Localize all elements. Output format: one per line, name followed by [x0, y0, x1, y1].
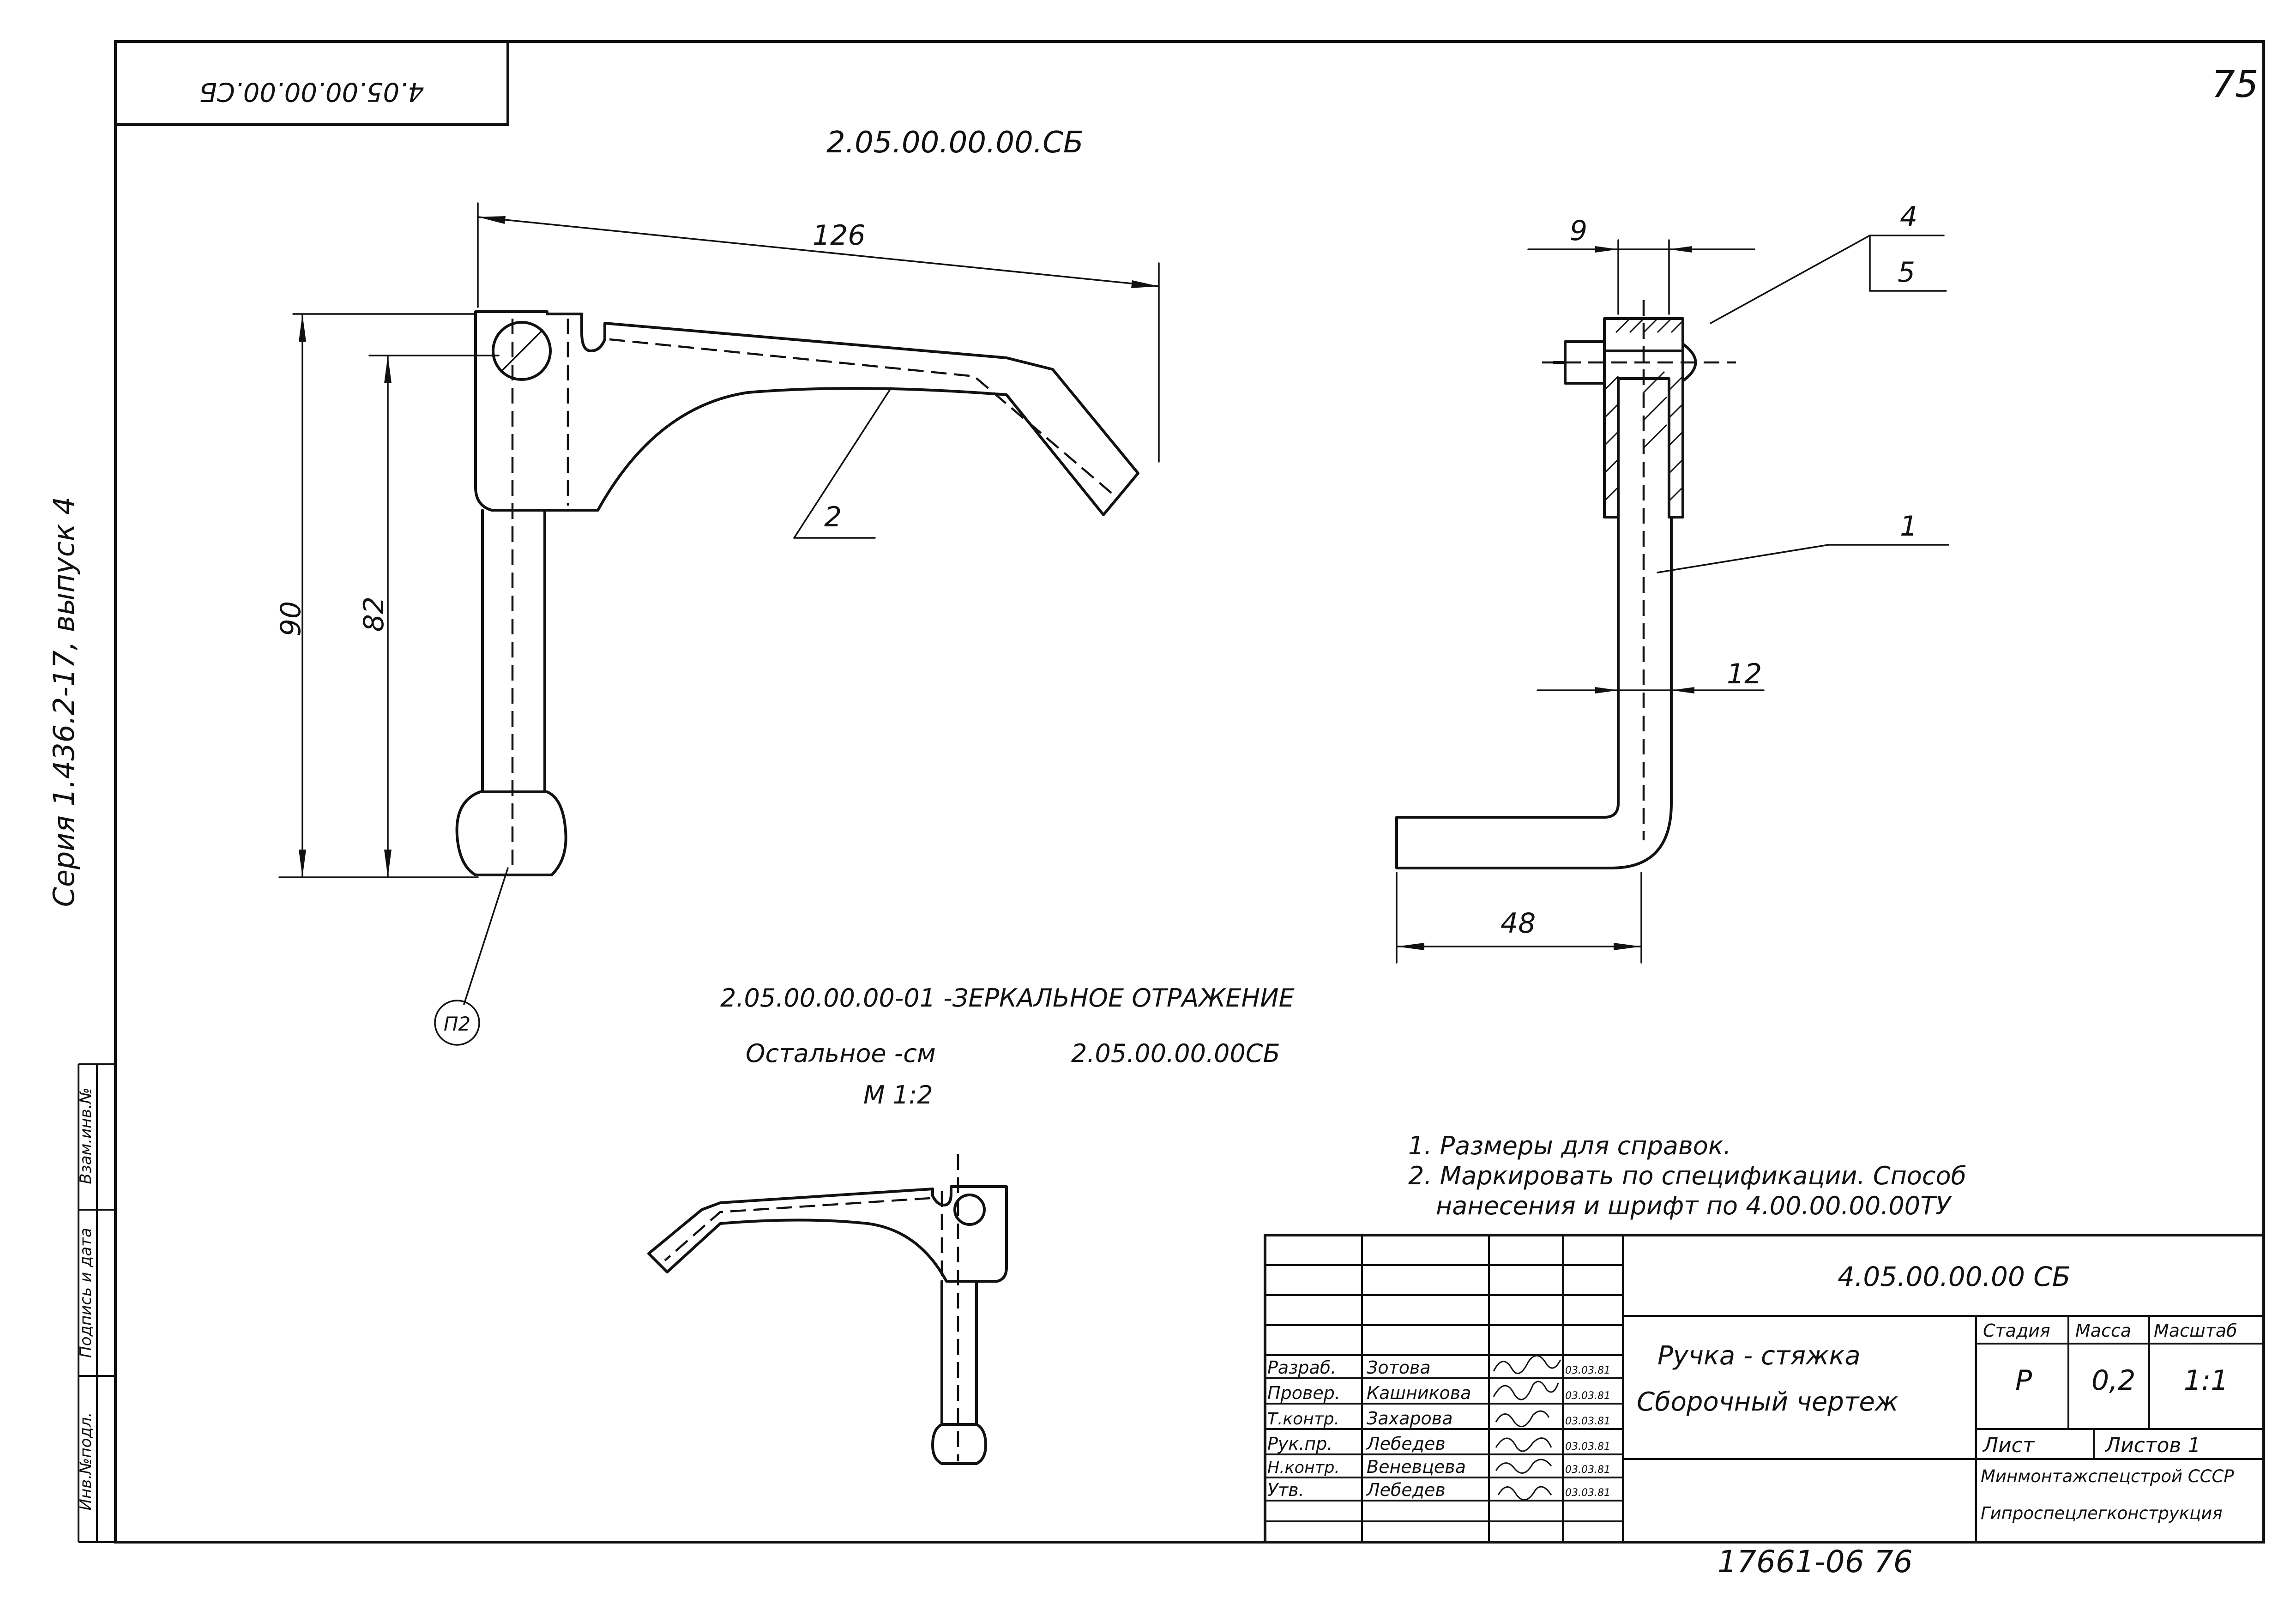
shaft-foot-outline: [1395, 516, 1673, 869]
sig-name-5: Веневцева: [1367, 1457, 1466, 1477]
sig-date-6: 03.03.81: [1565, 1487, 1610, 1499]
series-label: Серия 1.436.2-17, выпуск 4: [47, 497, 81, 907]
dim-top: 9: [1570, 215, 1587, 247]
callout-4-5-leader: [1710, 235, 1871, 324]
mirror-note-scale: М 1:2: [863, 1080, 933, 1110]
sheets-label: Листов 1: [2104, 1434, 2200, 1457]
top-view-title: 2.05.00.00.00.СБ: [826, 126, 1084, 160]
drawing-type: Сборочный чертеж: [1637, 1387, 1898, 1417]
doc-code: 4.05.00.00.00 СБ: [1838, 1261, 2071, 1292]
sig-name-4: Лебедев: [1366, 1434, 1446, 1454]
pin-circle: [492, 321, 552, 381]
org-ministry: Минмонтажспецстрой СССР: [1981, 1466, 2234, 1486]
sig-name-1: Зотова: [1367, 1357, 1431, 1378]
mirror-pin-circle: [953, 1194, 986, 1226]
mirror-handle-outline: [647, 1185, 1008, 1283]
sig-name-6: Лебедев: [1366, 1480, 1446, 1500]
dim-height-inner: 82: [358, 597, 390, 632]
sig-role-6: Утв.: [1267, 1480, 1304, 1500]
signature-scribbles: [1493, 1355, 1561, 1501]
header-mass: Масса: [2075, 1321, 2131, 1341]
ball-knob: [455, 790, 567, 876]
side-view: 9 12 48 4 5 1: [1395, 201, 1949, 964]
sig-name-2: Кашникова: [1367, 1383, 1471, 1403]
mirrored-view: [647, 1154, 1008, 1465]
callout-5: 5: [1898, 256, 1915, 289]
drawing-frame: [114, 40, 2265, 1544]
margin-box-inventory: Инв.№подл.: [77, 1412, 95, 1511]
callout-part-2: 2: [824, 501, 842, 533]
margin-box-signature: Подпись и дата: [77, 1228, 95, 1358]
corner-stamp-box: [114, 40, 509, 126]
note-1: 1. Размеры для справок.: [1408, 1131, 1731, 1160]
corner-stamp: 4.05.00.00.00.СБ: [199, 77, 424, 107]
org-institute: Гипроспецлегконструкция: [1981, 1503, 2223, 1523]
sig-role-3: Т.контр.: [1267, 1410, 1339, 1429]
sheet-label: Лист: [1982, 1434, 2035, 1457]
mirror-note-ref: 2.05.00.00.00СБ: [1071, 1039, 1280, 1068]
callout-2-leader: [793, 387, 892, 539]
dim-shaft: 12: [1727, 658, 1762, 690]
callout-p2-leader: [463, 867, 509, 1005]
mirror-note-line1: 2.05.00.00.00-01 -ЗЕРКАЛЬНОЕ ОТРАЖЕНИЕ: [720, 983, 1295, 1013]
dim-length: 126: [813, 219, 866, 252]
sig-date-1: 03.03.81: [1565, 1365, 1610, 1376]
note-2-cont: нанесения и шрифт по 4.00.00.00.00ТУ: [1436, 1191, 1952, 1220]
sig-date-3: 03.03.81: [1565, 1416, 1610, 1427]
bottom-number: 17661-06 76: [1717, 1544, 1913, 1580]
sheet-number: 75: [2212, 63, 2259, 106]
handle-outline: [474, 310, 1139, 516]
value-scale: 1:1: [2184, 1364, 2229, 1397]
sig-date-4: 03.03.81: [1565, 1441, 1610, 1453]
callout-1-leader: [1657, 544, 1829, 573]
callout-p2-circle: [434, 1000, 480, 1046]
callout-note-p2: П2: [444, 1013, 470, 1035]
margin-box-replacement: Взам.инв.№: [77, 1087, 95, 1184]
sig-date-2: 03.03.81: [1565, 1390, 1610, 1402]
dim-height-outer: 90: [275, 601, 307, 636]
value-stage: Р: [2015, 1364, 2032, 1397]
value-mass: 0,2: [2091, 1364, 2135, 1397]
sig-name-3: Захарова: [1367, 1408, 1452, 1429]
title-block: 4.05.00.00.00 СБ Ручка - стяжка Сборочны…: [1264, 1234, 2265, 1544]
bracket-hatching: [1603, 318, 1684, 502]
bracket-outline: [1603, 317, 1684, 519]
dim-length-line: [477, 216, 1160, 287]
technical-notes: 1. Размеры для справок. 2. Маркировать п…: [1408, 1131, 1966, 1220]
sig-role-5: Н.контр.: [1267, 1459, 1340, 1477]
sig-date-5: 03.03.81: [1565, 1464, 1610, 1476]
top-view: 2.05.00.00.00.СБ 126 90 82: [275, 126, 1160, 1046]
sig-role-4: Рук.пр.: [1267, 1434, 1332, 1454]
dim-bottom: 48: [1501, 907, 1536, 940]
callout-1: 1: [1900, 510, 1917, 543]
note-2: 2. Маркировать по спецификации. Способ: [1408, 1161, 1966, 1190]
header-scale: Масштаб: [2154, 1321, 2237, 1341]
mirror-ball-knob: [931, 1423, 987, 1465]
mirror-note-label: Остальное -см: [746, 1039, 936, 1068]
sig-role-1: Разраб.: [1267, 1357, 1336, 1378]
item-name: Ручка - стяжка: [1657, 1341, 1861, 1371]
mirror-note: 2.05.00.00.00-01 -ЗЕРКАЛЬНОЕ ОТРАЖЕНИЕ О…: [720, 983, 1295, 1110]
margin-boxes: Инв.№подл. Подпись и дата Взам.инв.№: [77, 1063, 115, 1543]
callout-4: 4: [1900, 201, 1917, 233]
sig-role-2: Провер.: [1267, 1383, 1340, 1403]
header-stage: Стадия: [1983, 1321, 2050, 1341]
